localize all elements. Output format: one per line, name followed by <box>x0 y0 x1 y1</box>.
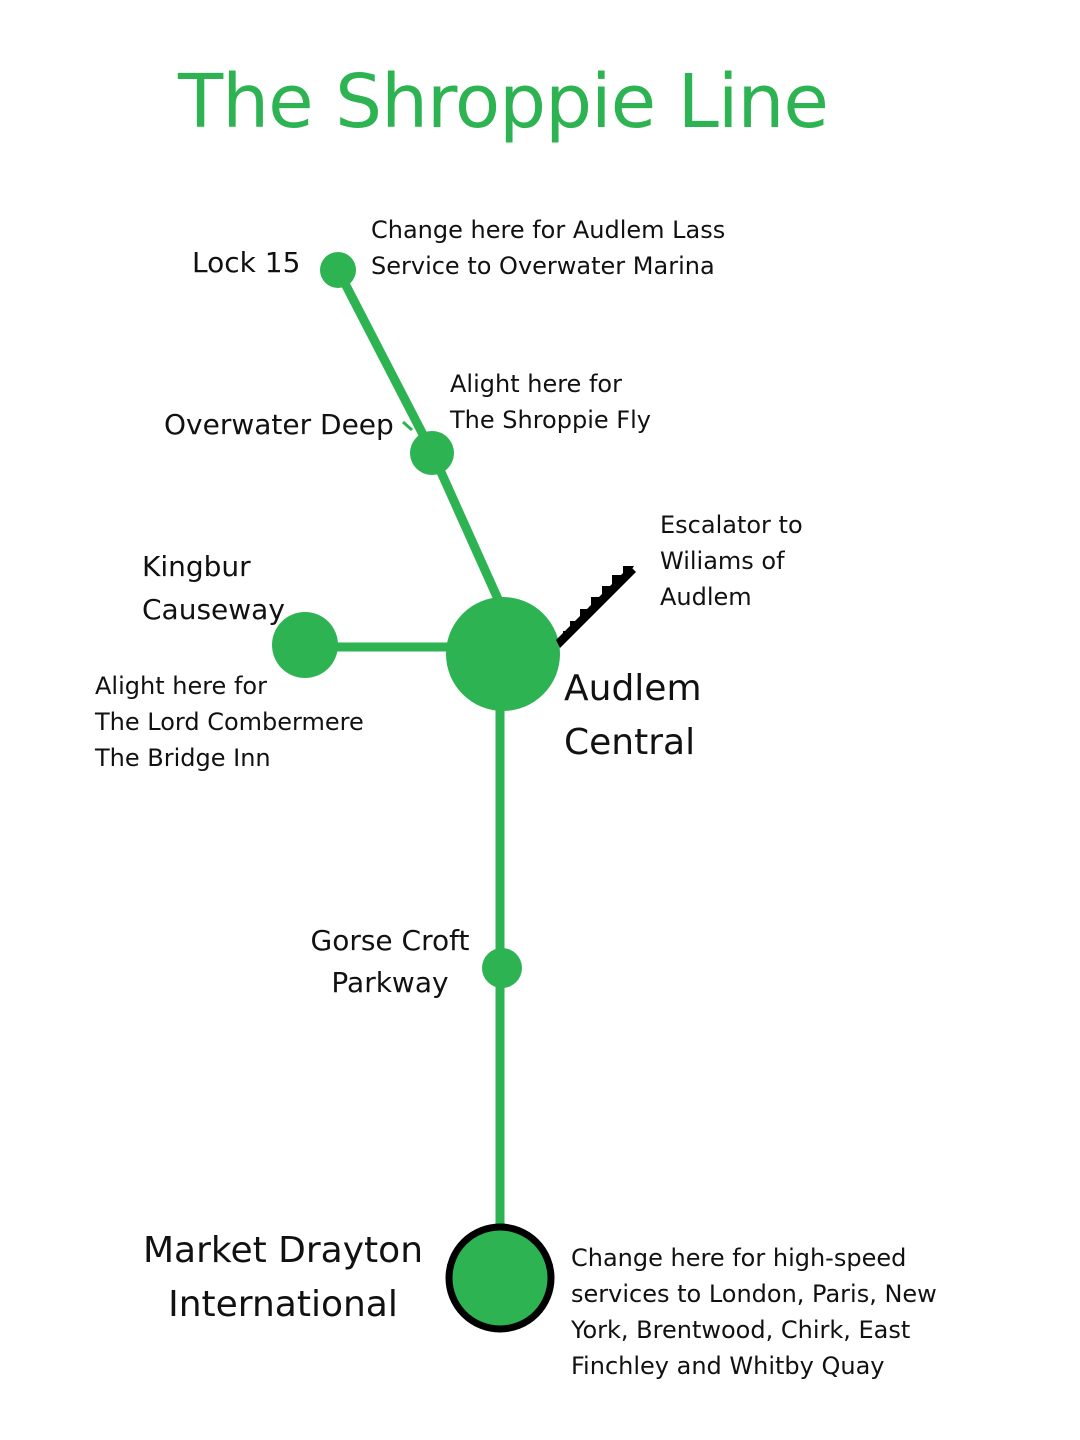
note-escalator-line: Escalator to <box>660 511 803 539</box>
station-gorse-croft-parkway-label: Gorse Croft Parkway <box>290 920 490 1004</box>
note-kingbur-causeway-line: Alight here for <box>95 672 267 700</box>
station-audlem-central-line: Audlem <box>564 668 702 709</box>
note-lock15: Change here for Audlem Lass Service to O… <box>371 212 725 284</box>
station-audlem-central-label: Audlem Central <box>564 662 702 770</box>
note-market-drayton-line: Change here for high-speed <box>571 1244 907 1272</box>
station-gorse-croft-parkway-marker[interactable] <box>482 948 522 988</box>
station-kingbur-causeway-line: Causeway <box>142 593 285 627</box>
note-overwater-deep: Alight here for The Shroppie Fly <box>450 366 651 438</box>
note-market-drayton-line: York, Brentwood, Chirk, East <box>571 1316 911 1344</box>
note-market-drayton-line: services to London, Paris, New <box>571 1280 937 1308</box>
note-escalator-line: Wiliams of <box>660 547 785 575</box>
overwater-pointer <box>402 420 413 432</box>
note-kingbur-causeway-line: The Bridge Inn <box>95 744 271 772</box>
station-market-drayton-international-label: Market Drayton International <box>138 1224 428 1332</box>
note-market-drayton: Change here for high-speed services to L… <box>571 1240 937 1384</box>
track-overwater-audlem <box>427 447 507 613</box>
station-market-drayton-international-marker[interactable] <box>445 1223 555 1333</box>
station-overwater-deep-marker[interactable] <box>410 431 454 475</box>
note-escalator: Escalator to Wiliams of Audlem <box>660 507 803 615</box>
note-lock15-line: Service to Overwater Marina <box>371 252 715 280</box>
station-audlem-central-marker[interactable] <box>446 597 560 711</box>
station-gorse-croft-parkway-line: Gorse Croft <box>310 924 470 957</box>
note-market-drayton-line: Finchley and Whitby Quay <box>571 1352 885 1380</box>
station-kingbur-causeway-label: Kingbur Causeway <box>142 545 285 632</box>
map-title: The Shroppie Line <box>178 59 829 145</box>
station-lock15-label: Lock 15 <box>192 246 301 279</box>
note-lock15-line: Change here for Audlem Lass <box>371 216 726 244</box>
station-gorse-croft-parkway-line: Parkway <box>331 966 449 999</box>
station-kingbur-causeway-marker[interactable] <box>272 612 338 678</box>
note-escalator-line: Audlem <box>660 583 752 611</box>
station-overwater-deep-label: Overwater Deep <box>164 408 394 441</box>
track-lock15-overwater <box>333 265 437 457</box>
station-audlem-central-line: Central <box>564 722 696 763</box>
station-lock15-marker[interactable] <box>320 252 356 288</box>
note-overwater-deep-line: Alight here for <box>450 370 622 398</box>
note-kingbur-causeway: Alight here for The Lord Combermere The … <box>95 668 364 776</box>
station-market-drayton-international-line: International <box>168 1284 398 1325</box>
note-kingbur-causeway-line: The Lord Combermere <box>95 708 364 736</box>
note-overwater-deep-line: The Shroppie Fly <box>450 406 651 434</box>
escalator-icon <box>556 566 636 648</box>
station-kingbur-causeway-line: Kingbur <box>142 550 251 583</box>
station-market-drayton-international-line: Market Drayton <box>142 1230 424 1271</box>
